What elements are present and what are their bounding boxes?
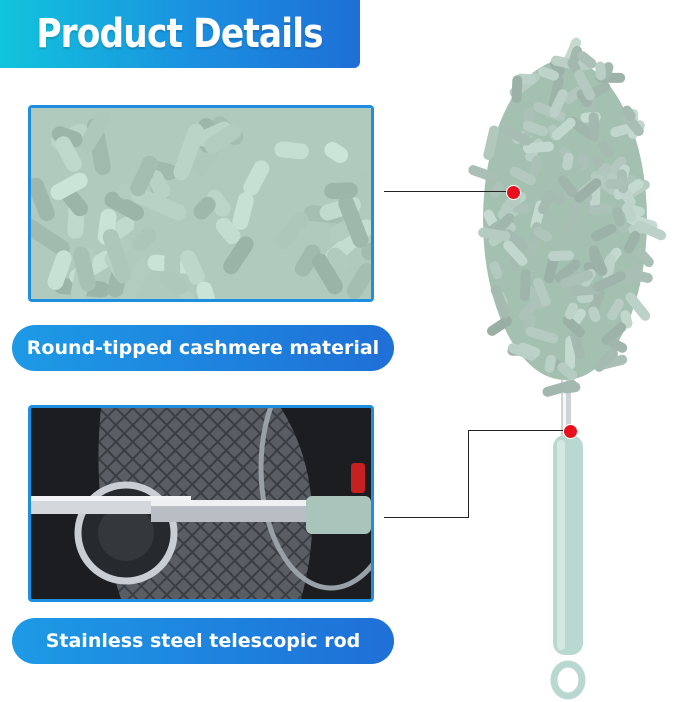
callout-line-rod-h [384, 517, 469, 518]
callout-line-rod-top [468, 430, 566, 431]
caption-material: Round-tipped cashmere material [12, 325, 394, 371]
callout-dot-rod [563, 424, 578, 439]
telescopic-rod-photo [28, 405, 374, 602]
callout-dot-material [506, 185, 521, 200]
microfiber-closeup-photo [28, 105, 374, 302]
callout-line-rod-v [468, 430, 469, 518]
callout-line-material [384, 191, 512, 192]
title-banner: Product Details [0, 0, 360, 68]
duster-product-image [468, 37, 667, 700]
caption-rod: Stainless steel telescopic rod [12, 618, 394, 664]
page-title: Product Details [36, 11, 324, 57]
